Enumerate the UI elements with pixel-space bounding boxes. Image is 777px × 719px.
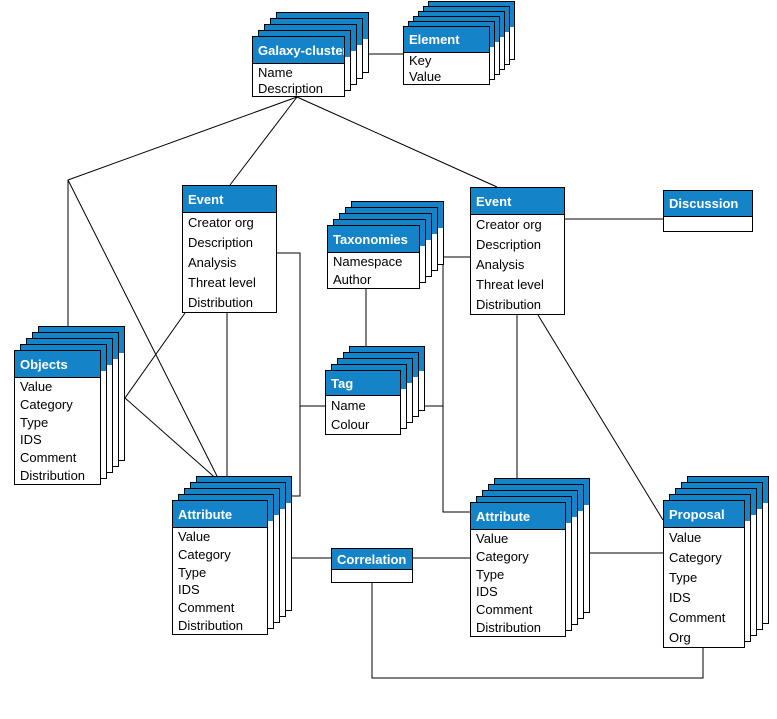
entity-title: Proposal [664,501,744,528]
entity-field: Description [188,235,254,251]
entity-field: Type [476,566,505,582]
entity-title: Taxonomies [328,226,419,253]
entity-field: Description [258,80,324,96]
entity-field: IDS [476,584,498,600]
entity-field: Description [476,237,542,253]
connector [124,397,221,483]
entity-title: Discussion [664,191,752,217]
entity-field: Org [669,629,691,645]
entity-correlation: Correlation [331,548,413,583]
entity-field: Comment [476,602,533,618]
entity-field: Name [258,64,293,80]
entity-field: Type [669,570,698,586]
entity-field: Value [476,531,509,547]
connector [67,179,221,483]
entity-title: Event [183,186,276,213]
entity-field: Analysis [476,256,525,272]
connector [537,314,664,521]
entity-field: IDS [20,432,42,448]
connector [124,312,186,399]
entity-title: Event [471,188,564,215]
entity-field: Value [178,529,211,545]
entity-title: Galaxy-cluster [253,37,344,64]
entity-field: Threat level [476,276,544,292]
entity-fields [664,217,752,231]
entity-field: Value [409,68,442,84]
connector [296,96,498,188]
entity-field: Distribution [20,467,86,483]
connector [229,96,298,186]
entity-field: Distribution [476,619,542,635]
entity-field: Distribution [178,617,244,633]
entity-field: IDS [178,582,200,598]
connector [275,252,301,497]
connector [442,256,470,513]
entity-field: Type [20,414,49,430]
entity-field: Comment [20,450,77,466]
entity-field: Category [669,550,722,566]
entity-field: Key [409,53,432,69]
entity-title: Attribute [173,501,267,528]
entity-field: Namespace [333,254,403,270]
entity-field: Category [178,547,231,562]
entity-field: IDS [669,589,691,605]
entity-title: Element [404,27,489,53]
entity-title: Objects [15,351,100,378]
connector [371,583,704,679]
entity-field: Creator org [476,217,542,233]
entity-title: Attribute [471,503,565,530]
entity-fields [332,570,412,582]
entity-field: Analysis [188,254,237,270]
entity-field: Comment [178,600,235,616]
entity-field: Name [331,398,366,413]
entity-field: Creator org [188,215,254,231]
entity-discussion: Discussion [663,190,753,232]
entity-field: Comment [669,609,726,625]
entity-title: Correlation [332,549,412,570]
entity-field: Value [20,379,53,395]
entity-field: Category [476,549,529,564]
entity-field: Threat level [188,274,256,290]
entity-field: Value [669,530,702,546]
entity-field: Type [178,564,207,580]
entity-field: Colour [331,417,370,432]
entity-field: Distribution [476,296,542,312]
entity-field: Distribution [188,294,254,310]
entity-title: Tag [326,371,400,396]
entity-field: Author [333,271,372,287]
entity-field: Category [20,397,73,412]
